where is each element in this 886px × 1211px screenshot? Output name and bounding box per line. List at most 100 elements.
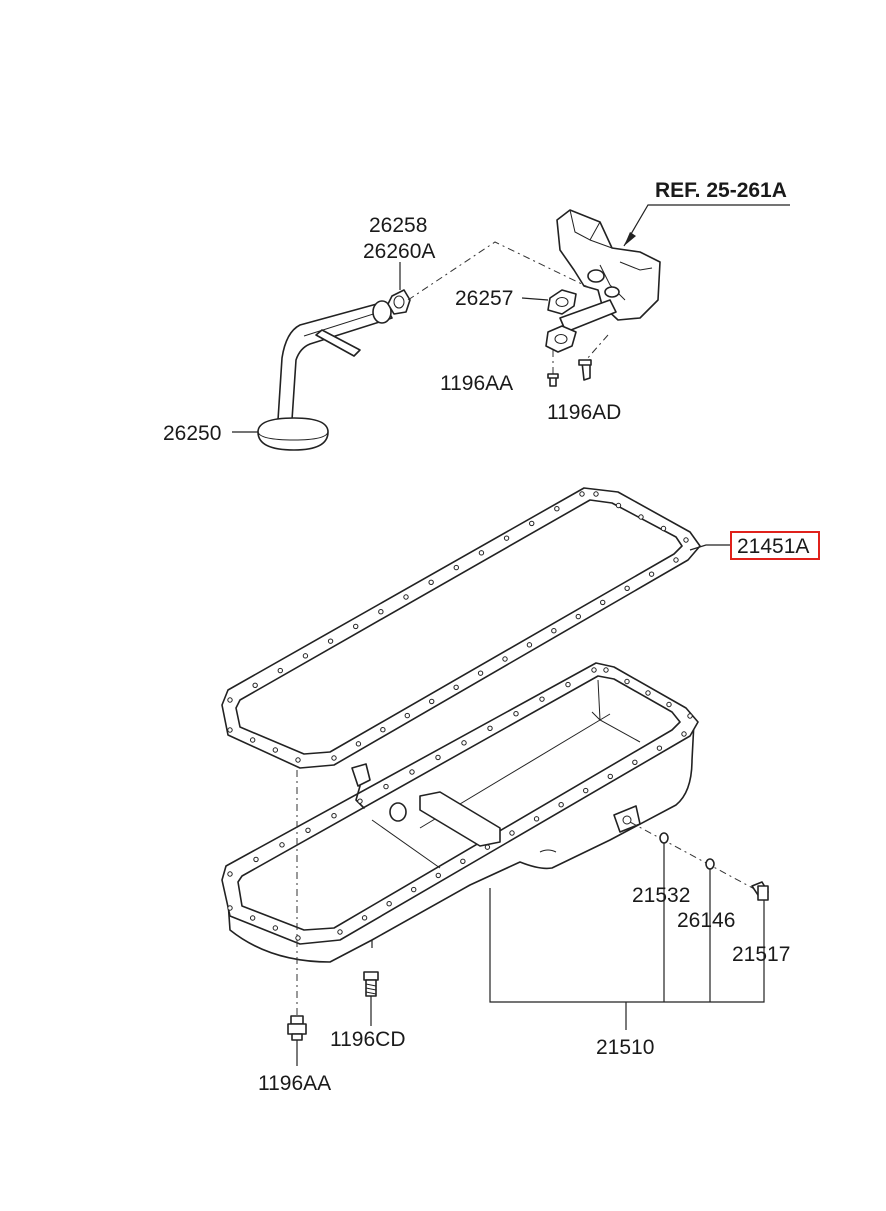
ref-label: REF. 25-261A: [655, 179, 787, 202]
bolt-hole: [227, 905, 233, 911]
bolt-hole: [249, 915, 256, 921]
bolt-hole: [513, 711, 519, 717]
bolt-hole: [435, 872, 441, 879]
bolt-hole: [331, 813, 337, 819]
bolt-hole: [656, 745, 663, 751]
bolt-hole: [683, 537, 689, 543]
drain-plug-21517: [751, 881, 769, 901]
bolt-hole: [279, 842, 285, 848]
bolt-1196CD: [363, 971, 379, 997]
bolt-hole: [404, 712, 410, 719]
label-1196AA-bottom: 1196AA: [258, 1072, 331, 1095]
bolt-hole: [565, 681, 571, 688]
bolt-hole: [666, 701, 672, 708]
bolt-hole: [509, 830, 515, 836]
bolt-hole: [272, 925, 279, 931]
bolt-hole: [227, 727, 233, 733]
bolt-hole: [554, 506, 560, 512]
bolt-hole: [484, 844, 491, 850]
washer-21532: [659, 832, 669, 844]
ref-leader: [623, 204, 790, 247]
bolt-hole: [460, 858, 466, 864]
bolt-hole: [624, 678, 630, 685]
gasket-26146: [705, 858, 715, 870]
bolt-hole: [681, 731, 687, 737]
bolt-hole: [638, 514, 644, 520]
pickup-flange: [545, 325, 577, 353]
label-21532: 21532: [632, 884, 690, 907]
label-26146: 26146: [677, 909, 735, 932]
bolt-hole: [591, 667, 597, 673]
bolt-hole: [632, 759, 638, 765]
bolt-hole: [295, 757, 301, 763]
gasket-26257: [547, 289, 577, 315]
bolt-hole: [252, 682, 258, 688]
bolt-hole: [603, 667, 609, 673]
label-21510: 21510: [596, 1036, 654, 1059]
bolt-hole: [380, 727, 386, 733]
highlight-box-21451A[interactable]: [730, 531, 820, 560]
bolt-hole: [593, 491, 599, 497]
label-21451A[interactable]: 21451A: [737, 535, 809, 558]
oil-strainer-26250: [257, 300, 393, 451]
bolt-hole: [428, 579, 434, 585]
label-1196AD: 1196AD: [547, 401, 621, 424]
bolt-hole: [355, 741, 362, 747]
bolt-hole: [461, 740, 467, 746]
bolt-hole: [502, 656, 508, 662]
bolt-hole: [353, 623, 359, 630]
bolt-hole: [295, 935, 301, 941]
bolt-hole: [551, 628, 557, 634]
bolt-hole: [249, 737, 256, 743]
label-26257: 26257: [455, 287, 513, 310]
bolt-hole: [327, 638, 334, 644]
bolt-hole: [429, 698, 435, 705]
bolt-hole: [529, 520, 535, 527]
bolt-hole: [660, 525, 667, 532]
bolt-1196AA-top: [547, 350, 559, 387]
bolt-hole: [579, 491, 585, 497]
bolt-hole: [539, 696, 545, 702]
bolt-hole: [526, 642, 533, 648]
bolt-hole: [607, 773, 613, 780]
bolt-hole: [403, 594, 409, 600]
bolt-hole: [600, 599, 606, 606]
bolt-hole: [378, 609, 384, 615]
bolt-hole: [305, 827, 311, 833]
bolt-hole: [453, 684, 459, 690]
bolt-hole: [383, 783, 389, 790]
bolt-hole: [277, 667, 283, 674]
bolt-hole: [227, 871, 233, 877]
bolt-hole: [386, 901, 392, 907]
o-ring-26258: [387, 289, 411, 315]
bolt-hole: [687, 713, 693, 719]
bolt-hole: [272, 747, 279, 753]
bolt-hole: [302, 653, 309, 659]
bolt-hole: [361, 915, 368, 921]
bolt-hole: [533, 816, 540, 822]
oil-pan-21510: [221, 662, 699, 963]
bolt-1196AD: [578, 334, 609, 381]
bolt-1196AA-bottom: [287, 1015, 307, 1041]
bolt-hole: [624, 585, 630, 591]
bolt-hole: [503, 535, 510, 541]
bolt-hole: [673, 557, 679, 563]
label-1196AA-top: 1196AA: [440, 372, 513, 395]
bolt-hole: [487, 725, 493, 731]
bolt-hole: [253, 856, 259, 863]
bolt-hole: [615, 502, 622, 509]
bolt-hole: [453, 564, 459, 571]
bolt-hole: [477, 670, 484, 676]
label-1196CD: 1196CD: [330, 1028, 406, 1051]
bolt-hole: [558, 802, 564, 808]
bolt-hole: [583, 787, 589, 794]
bolt-hole: [409, 769, 415, 775]
bolt-hole: [435, 754, 441, 761]
oil-pan-gasket-21451A: [221, 487, 701, 769]
bolt-hole: [227, 697, 233, 703]
bolt-hole: [331, 755, 337, 761]
bolt-hole: [478, 550, 485, 556]
bolt-hole: [648, 571, 655, 577]
bolt-hole: [575, 613, 581, 620]
